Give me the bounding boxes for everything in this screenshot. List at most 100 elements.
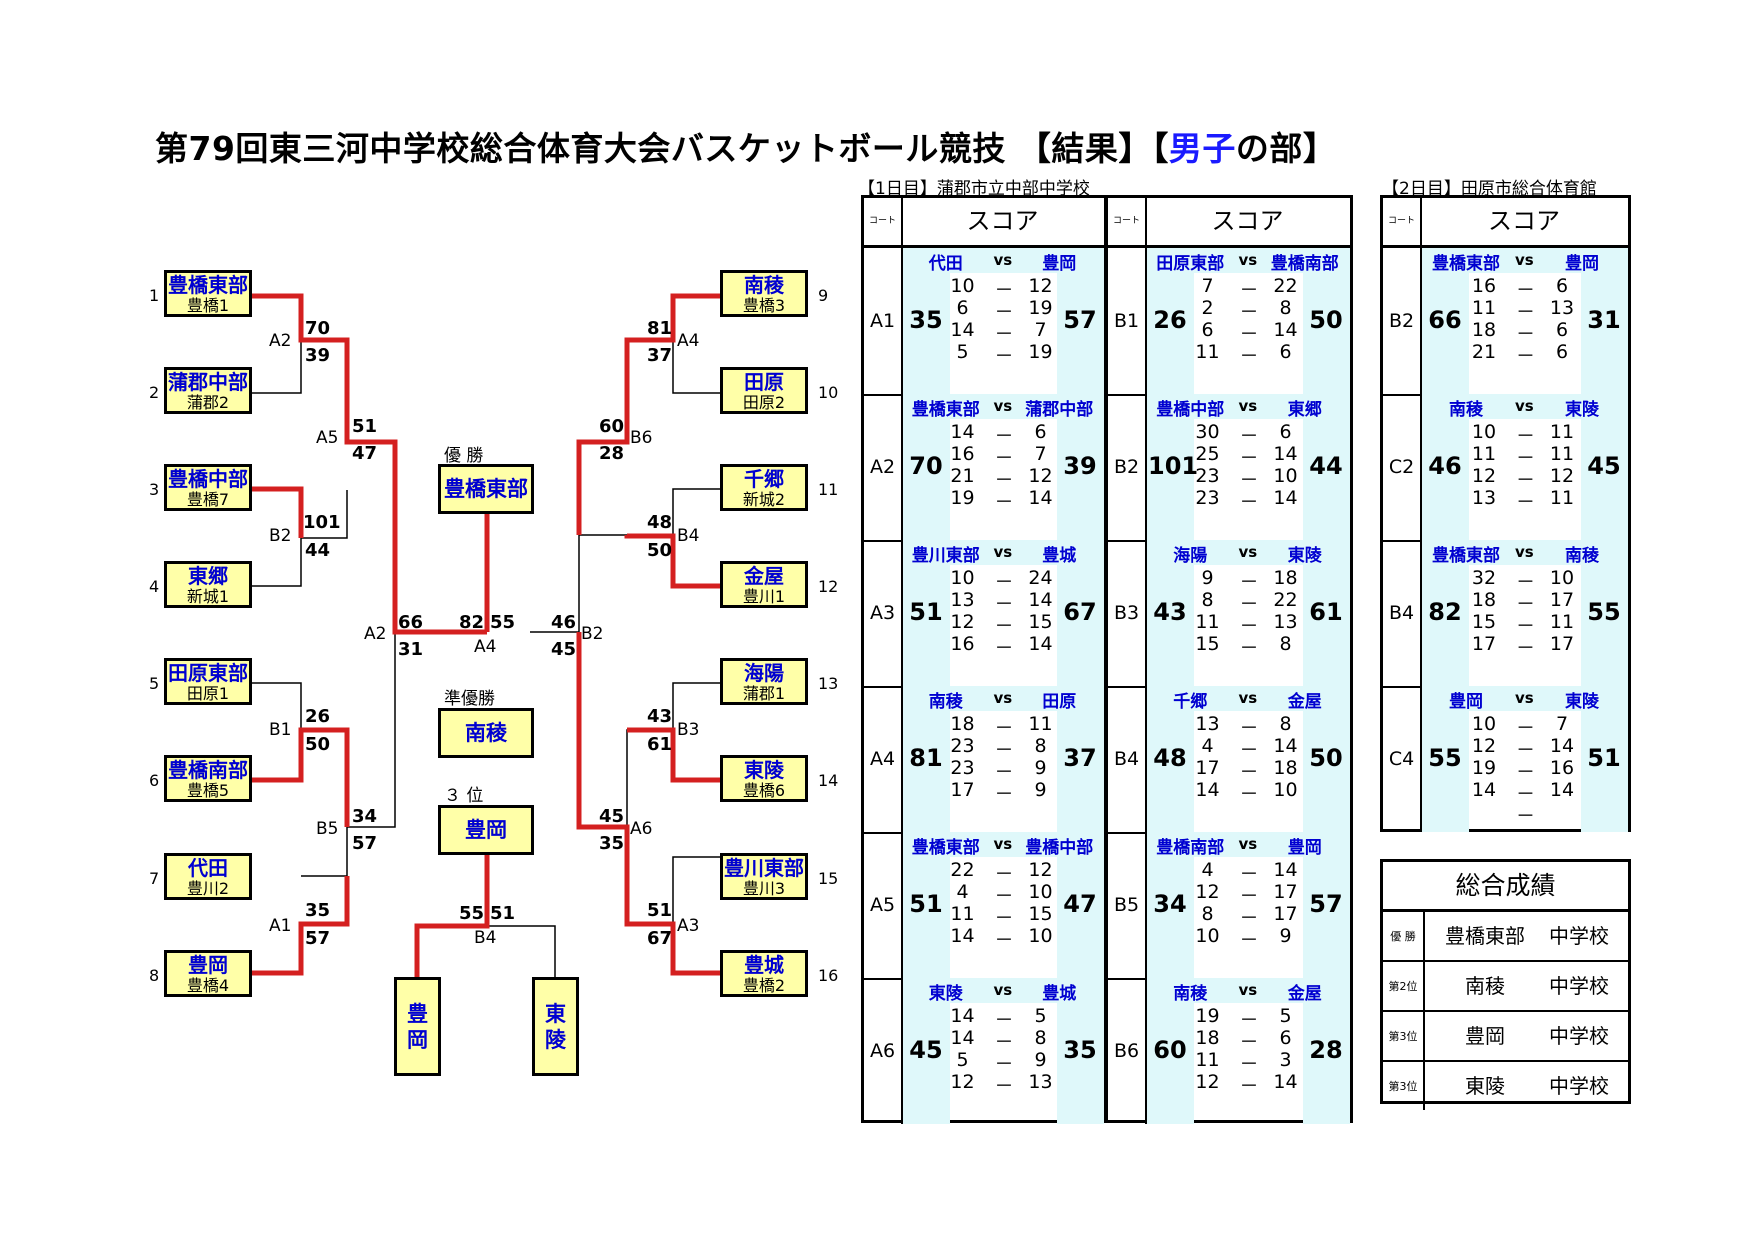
team2-total: 44 — [1309, 452, 1343, 480]
seed-number: 13 — [818, 674, 839, 693]
team2-quarter-score: 22 — [1273, 275, 1298, 297]
team1-quarter-score: 11 — [1195, 341, 1220, 363]
team2-quarter-score: 14 — [1273, 859, 1298, 881]
vs-label: vs — [993, 835, 1013, 853]
team1-quarter-score: 12 — [1195, 881, 1220, 903]
vs-label: vs — [993, 251, 1013, 269]
team1-name: 南稜 — [1173, 984, 1208, 1004]
team1-total: 70 — [909, 452, 943, 480]
team2-total: 57 — [1063, 306, 1097, 334]
score-dash: － — [1516, 447, 1536, 469]
team1-quarter-score: 10 — [1471, 713, 1497, 735]
school-name: 東陵 — [1465, 1074, 1505, 1098]
team1-quarter-score: 15 — [1471, 611, 1497, 633]
score-dash: － — [1239, 345, 1259, 367]
bracket-score: 81 — [647, 318, 673, 339]
team1-quarter-score: 11 — [950, 903, 975, 925]
team1-quarter-score: 23 — [950, 757, 975, 779]
team1-name: 豊橋東部 — [911, 400, 980, 420]
team1-quarter-score: 14 — [1471, 779, 1497, 801]
overall-row: 第3位東陵中学校 — [1383, 1062, 1628, 1110]
team2-total: 47 — [1063, 890, 1097, 918]
score-dash: － — [1239, 447, 1259, 469]
team-name-band — [1147, 832, 1350, 857]
team1-quarter-score: 4 — [1201, 859, 1214, 881]
team1-quarter-score: 21 — [950, 465, 975, 487]
team1-quarter-score: 10 — [1471, 421, 1497, 443]
team2-quarter-score: 9 — [1034, 757, 1047, 779]
team1-quarter-score: 8 — [1201, 903, 1214, 925]
score-header: スコア — [1211, 207, 1284, 235]
court-label: A2 — [864, 394, 903, 540]
team2-quarter-score: 17 — [1273, 881, 1298, 903]
team-box: 豊川東部豊川3 — [720, 853, 808, 900]
team2-quarter-score: 22 — [1273, 589, 1298, 611]
seed-number: 15 — [818, 869, 839, 888]
table-header: コートスコア — [864, 198, 1104, 248]
court-label: B1 — [1108, 248, 1147, 394]
team2-quarter-score: 18 — [1273, 567, 1298, 589]
team1-total: 51 — [909, 598, 943, 626]
team2-quarter-score: 11 — [1549, 421, 1575, 443]
court-label: C4 — [1383, 686, 1422, 832]
team2-total: 39 — [1063, 452, 1097, 480]
team2-name: 東陵 — [1565, 400, 1599, 420]
team2-quarter-score: 12 — [1028, 859, 1053, 881]
score-dash: － — [1239, 425, 1259, 447]
team1-quarter-score: 32 — [1471, 567, 1497, 589]
team2-quarter-score: 19 — [1028, 341, 1053, 363]
team2-quarter-score: 14 — [1028, 633, 1053, 655]
team2-total: 51 — [1587, 744, 1621, 772]
team1-total: 82 — [1428, 598, 1462, 626]
team1-quarter-score: 18 — [1471, 589, 1497, 611]
team-box: 豊橋南部豊橋5 — [164, 755, 252, 802]
team2-name: 豊橋南部 — [1270, 254, 1339, 274]
team1-total: 43 — [1153, 598, 1187, 626]
day1-caption: 【1日目】蒲郡市立中部中学校 — [858, 179, 1090, 199]
vs-label: vs — [1515, 397, 1534, 415]
team1-quarter-score: 15 — [1195, 633, 1220, 655]
score-dash: － — [994, 593, 1014, 615]
score-dash: － — [994, 469, 1014, 491]
score-dash: － — [994, 783, 1014, 805]
team2-quarter-score: 8 — [1279, 297, 1292, 319]
team2-quarter-score: 6 — [1555, 319, 1569, 341]
score-dash: － — [1239, 615, 1259, 637]
score-dash: － — [1516, 301, 1536, 323]
team1-name: 東陵 — [928, 984, 963, 1004]
overall-row: 第2位南稜中学校 — [1383, 962, 1628, 1012]
score-dash: － — [1239, 885, 1259, 907]
team2-quarter-score: 6 — [1279, 1027, 1292, 1049]
score-dash: － — [1516, 571, 1536, 593]
team1-quarter-score: 6 — [1201, 319, 1214, 341]
team1-quarter-score: 6 — [956, 297, 969, 319]
score-dash: － — [1239, 279, 1259, 301]
team1-quarter-score: 10 — [950, 567, 975, 589]
third-place-label: ３ 位 — [444, 786, 484, 806]
team-name-band — [903, 248, 1104, 273]
team-name-band — [1422, 686, 1628, 711]
round-label: B2 — [581, 624, 604, 644]
table-header: コートスコア — [1383, 198, 1628, 248]
score-dash: － — [1239, 571, 1259, 593]
team1-quarter-score: 14 — [950, 1005, 975, 1027]
table-header: コートスコア — [1108, 198, 1350, 248]
team1-quarter-score: 30 — [1195, 421, 1220, 443]
team-name-band — [1147, 540, 1350, 565]
team1-quarter-score: 23 — [1195, 487, 1220, 509]
team1-name: 豊川東部 — [911, 546, 980, 566]
score-dash: － — [994, 929, 1014, 951]
team1-total: 101 — [1148, 452, 1199, 480]
score-dash: － — [994, 301, 1014, 323]
court-label: A5 — [864, 832, 903, 978]
team2-quarter-score: 7 — [1555, 713, 1569, 735]
score-dash: － — [994, 739, 1014, 761]
team2-quarter-score: 6 — [1555, 275, 1569, 297]
team1-quarter-score: 17 — [1471, 633, 1497, 655]
vs-label: vs — [1238, 397, 1258, 415]
team2-quarter-score: 14 — [1273, 487, 1298, 509]
team1-quarter-score: 22 — [950, 859, 975, 881]
